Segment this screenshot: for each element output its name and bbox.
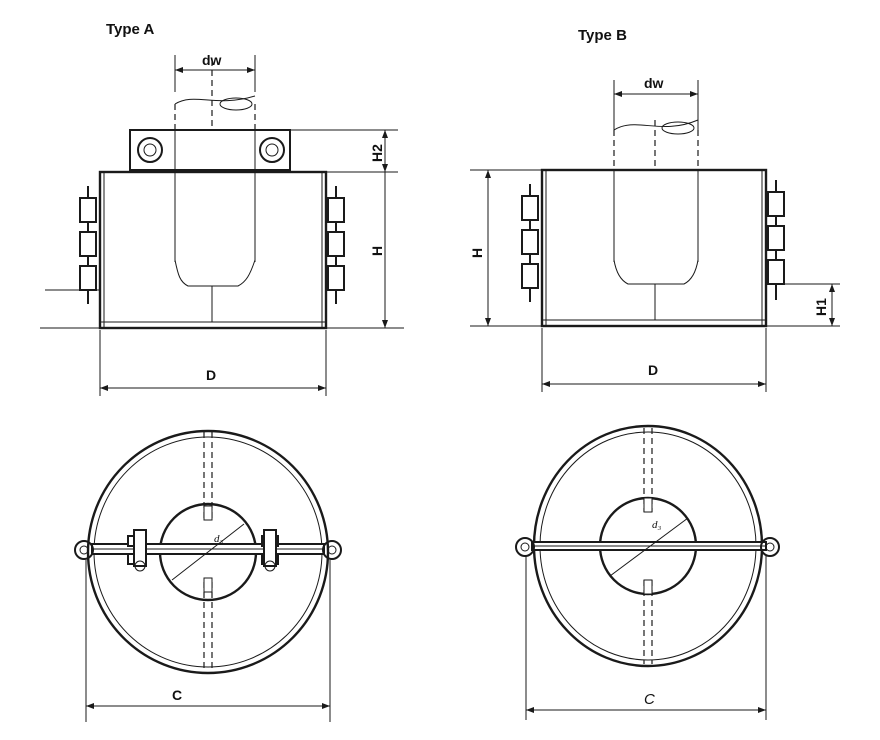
bolt-left [137,137,163,163]
type-a-side-view: Type A dw [40,21,404,396]
slot-cap-top [203,505,213,521]
mounting-hole-left [79,545,89,555]
bolt-washer [264,560,276,572]
d3-label: d₃ [214,533,224,545]
type-a-top-view: d₃ C [74,429,342,722]
cable-break-curve [174,95,256,105]
h1-arrow-top [829,284,835,292]
slot-cap-top [643,497,653,513]
left-terminal-block [521,184,539,302]
terminal-left-1 [79,197,97,223]
d-label: D [206,367,216,383]
terminal-right-1 [767,191,785,217]
bolt-right-inner [265,143,279,157]
terminal-left-3 [79,265,97,291]
bolt-shank [133,529,147,567]
h-label: H [469,248,485,258]
slot-cap-bottom [203,577,213,593]
left-terminal-block [79,186,97,304]
transformer-body [540,168,768,328]
cable-cross-section [219,97,253,111]
bolt-shank [263,529,277,567]
right-terminal-block [327,186,345,304]
h-arrow-bottom [382,320,388,328]
h-arrow-top [485,170,491,178]
mounting-hole-left [520,542,530,552]
terminal-right-2 [327,231,345,257]
bolt-washer [134,560,146,572]
terminal-right-3 [327,265,345,291]
c-arrow-left [526,707,534,713]
h1-label: H1 [813,298,829,316]
c-arrow-left [86,703,94,709]
d-label: D [648,362,658,378]
h2-arrow-top [382,130,388,138]
d-arrow-right [758,381,766,387]
terminal-right-1 [327,197,345,223]
terminal-left-3 [521,263,539,289]
d-arrow-left [100,385,108,391]
h-label: H [369,246,385,256]
d3-diameter-line [609,517,689,577]
type-a-title: Type A [106,21,155,38]
arrow-right [690,91,698,97]
clamp-bolt-right [261,529,279,572]
c-arrow-right [758,707,766,713]
terminal-right-3 [767,259,785,285]
mounting-lug-left [74,540,94,560]
terminal-left-2 [79,231,97,257]
h2-arrow-bottom [382,164,388,172]
cable-cross-section [661,121,695,135]
mounting-lug-right [760,537,780,557]
bore-bottom [174,259,256,287]
c-label: C [644,691,655,708]
mounting-hole-right [327,545,337,555]
mounting-lug-left [515,537,535,557]
d3-diameter-line [171,523,245,581]
bolt-right [259,137,285,163]
c-arrow-right [322,703,330,709]
arrow-left [175,67,183,73]
dw-label: dw [644,75,664,91]
h-arrow-bottom [485,318,491,326]
terminal-right-2 [767,225,785,251]
clamp-bracket [129,129,291,171]
arrow-left [614,91,622,97]
d-arrow-left [542,381,550,387]
type-b-top-view: d₃ C [515,424,780,720]
type-b-title: Type B [578,27,627,44]
terminal-left-2 [521,229,539,255]
d3-label: d₃ [652,519,662,531]
h2-label: H2 [369,144,385,162]
type-b-side-view: Type B dw [469,27,840,392]
h1-arrow-bottom [829,318,835,326]
mounting-lug-right [322,540,342,560]
terminal-left-1 [521,195,539,221]
c-label: C [172,687,182,703]
clamp-bolt-left [127,529,147,572]
right-terminal-block [767,180,785,300]
slot-cap-bottom [643,579,653,595]
d-arrow-right [318,385,326,391]
bolt-left-inner [143,143,157,157]
bore-bottom [613,259,699,285]
cable-break-curve [613,119,699,131]
arrow-right [247,67,255,73]
transformer-body [98,170,328,330]
mounting-hole-right [765,542,775,552]
